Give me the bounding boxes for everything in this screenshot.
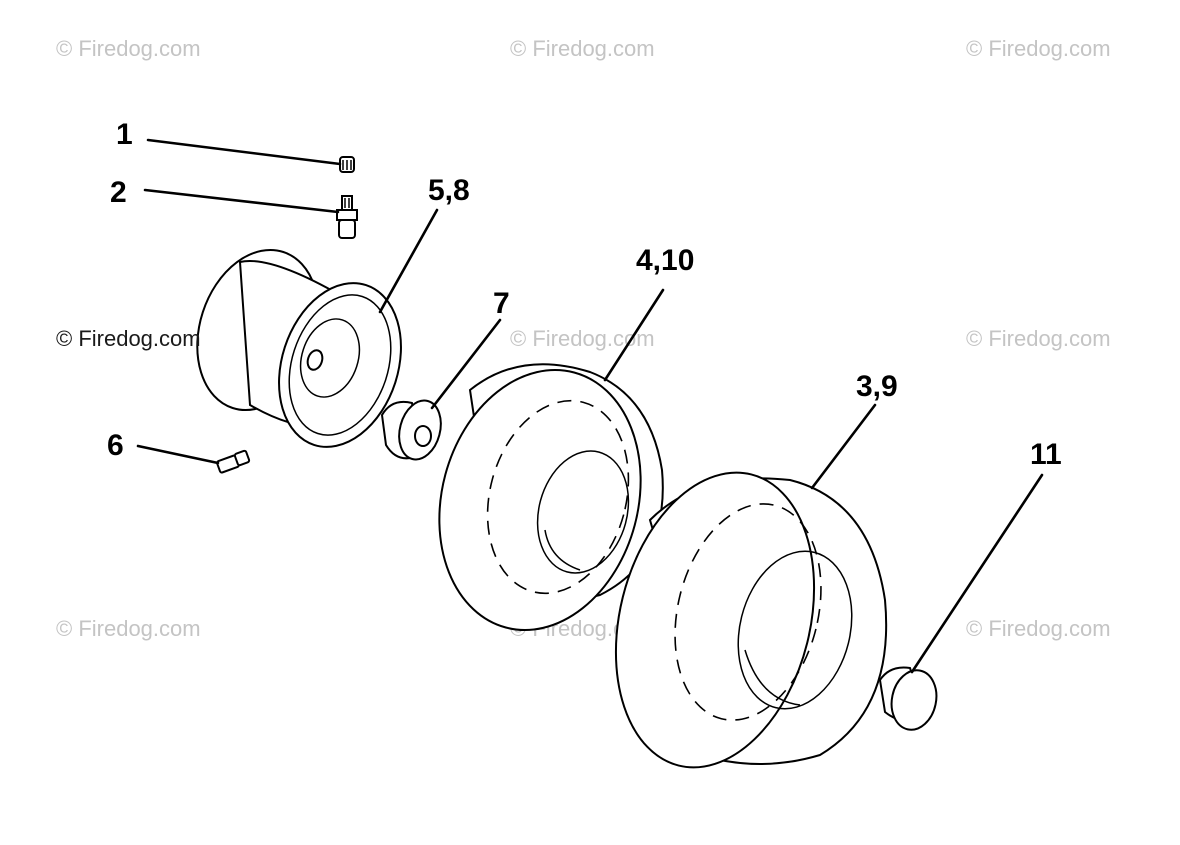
leader-1	[146, 138, 342, 166]
front-tire-part	[438, 363, 664, 632]
cap-part	[878, 666, 938, 731]
leader-2	[143, 188, 340, 214]
leader-7	[430, 318, 502, 410]
leader-5-8	[378, 208, 439, 314]
leader-11	[910, 473, 1044, 674]
callout-label: 6	[107, 429, 124, 462]
grease-fitting-part	[216, 449, 251, 474]
watermark: © Firedog.com	[966, 36, 1111, 61]
watermark: © Firedog.com	[56, 616, 201, 641]
callout-label: 4,10	[636, 244, 694, 277]
bushing-part	[380, 399, 442, 461]
callout-label: 7	[493, 287, 510, 320]
rear-tire-part	[614, 471, 888, 769]
callout-label: 11	[1030, 438, 1062, 471]
leader-4-10	[603, 288, 665, 382]
watermark: © Firedog.com	[510, 36, 655, 61]
watermark: © Firedog.com	[966, 326, 1111, 351]
leader-3-9	[810, 403, 877, 490]
rim-part	[196, 248, 402, 448]
callout-label: 3,9	[856, 370, 898, 403]
callout-label: 5,8	[428, 174, 470, 207]
leader-6	[136, 444, 220, 465]
watermark: © Firedog.com	[56, 326, 201, 351]
callout-label: 2	[110, 176, 127, 209]
watermark: © Firedog.com	[966, 616, 1111, 641]
callout-label: 1	[116, 118, 133, 151]
valve-cap-part	[339, 156, 355, 173]
valve-stem-part	[336, 195, 358, 239]
watermark: © Firedog.com	[56, 36, 201, 61]
